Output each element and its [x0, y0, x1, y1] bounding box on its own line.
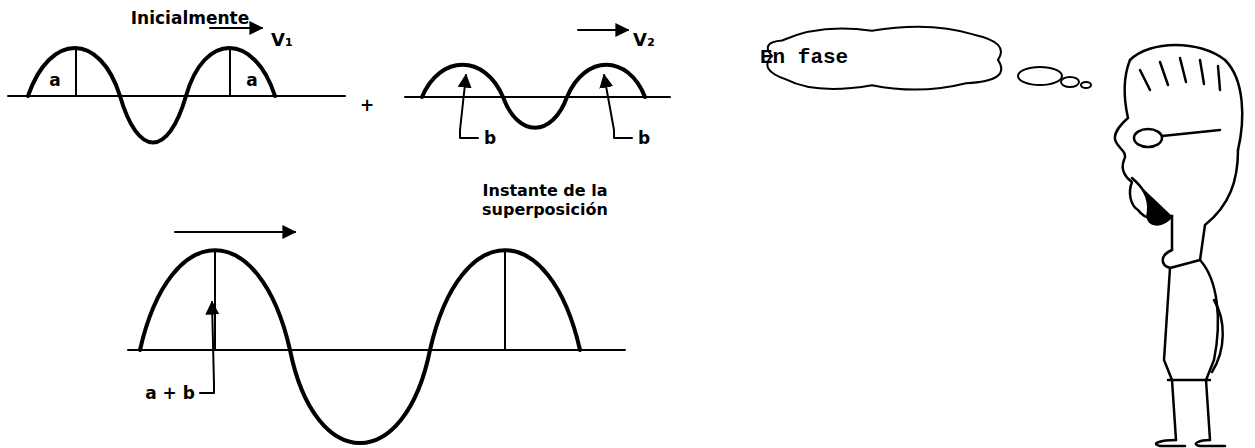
plus-sign: + — [360, 95, 374, 115]
caption-label: Instante de la superposición — [458, 181, 633, 219]
cartoon-man — [1115, 45, 1242, 446]
axis-line — [128, 349, 625, 351]
amplitude-line — [75, 49, 77, 96]
axis-line — [8, 95, 345, 97]
velocity-label: V₁ — [271, 29, 293, 51]
thought-text: En fase — [760, 46, 848, 69]
amplitude-line — [229, 49, 231, 96]
thought-bubble: En fase — [760, 23, 1010, 91]
velocity-label: V₂ — [633, 29, 655, 51]
heading-label: Inicialmente — [131, 8, 249, 28]
thought-bubble-dot — [1061, 77, 1079, 87]
amplitude-line — [504, 252, 506, 350]
amplitude-label: a — [246, 70, 257, 90]
velocity-arrow — [175, 231, 295, 233]
wave-sum — [140, 250, 580, 443]
thought-bubble-dot — [1081, 82, 1091, 88]
amplitude-line — [214, 252, 216, 350]
leader-line — [604, 75, 632, 138]
amplitude-label: b — [638, 128, 650, 148]
leader-line — [460, 75, 478, 138]
amplitude-label: b — [484, 128, 496, 148]
amplitude-label: a — [49, 70, 60, 90]
wave-1 — [28, 48, 275, 143]
leader-line — [200, 302, 214, 393]
amplitude-sum-label: a + b — [145, 383, 195, 403]
axis-line — [405, 96, 670, 98]
velocity-arrow — [578, 29, 628, 31]
thought-bubble-dot — [1018, 67, 1062, 85]
